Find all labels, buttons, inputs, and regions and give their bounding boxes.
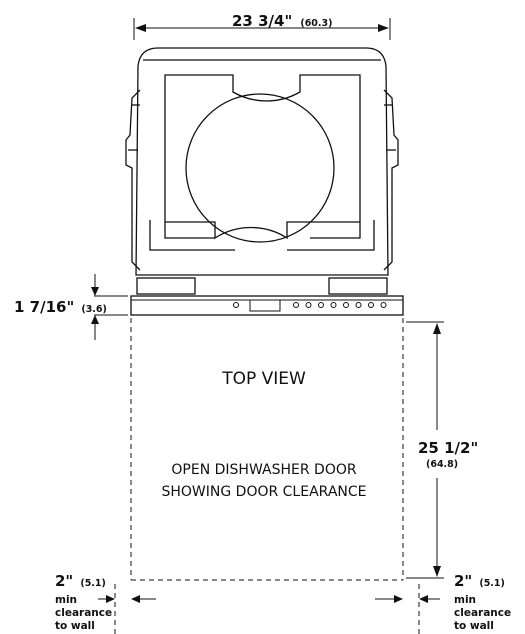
panel-buttons <box>293 302 387 308</box>
open-door-outline <box>130 318 404 581</box>
view-title: TOP VIEW <box>221 369 306 389</box>
door-control-panel <box>130 295 404 316</box>
width-dimension: 23 3/4" (60.3) <box>133 11 391 40</box>
panel-button-icon <box>355 302 362 308</box>
panel-display <box>249 299 281 312</box>
width-dimension-label: 23 3/4" (60.3) <box>232 11 332 30</box>
door-clearance-metric: (64.8) <box>426 459 458 470</box>
panel-button-icon <box>368 302 374 308</box>
door-caption-line1: OPEN DISHWASHER DOOR <box>171 462 356 478</box>
panel-button-icon <box>305 302 312 308</box>
panel-indicator-icon <box>233 302 239 308</box>
panel-button-icon <box>293 302 299 308</box>
panel-button-icon <box>330 302 337 308</box>
left-clearance-note-3: to wall <box>55 620 95 632</box>
panel-button-icon <box>343 302 349 308</box>
door-thickness-dimension: 1 7/16" (3.6) <box>14 274 128 340</box>
door-caption-line2: SHOWING DOOR CLEARANCE <box>161 484 366 500</box>
panel-button-icon <box>380 302 387 308</box>
right-clearance-dimension: 2" (5.1) min clearance to wall <box>375 571 511 634</box>
door-thickness-label: 1 7/16" (3.6) <box>14 297 107 316</box>
left-clearance-label: 2" (5.1) <box>55 571 106 590</box>
left-clearance-note-1: min <box>55 594 77 606</box>
right-clearance-note-2: clearance <box>454 607 511 619</box>
right-clearance-note-1: min <box>454 594 476 606</box>
right-clearance-label: 2" (5.1) <box>454 571 505 590</box>
dishwasher-body <box>125 47 399 295</box>
right-clearance-note-3: to wall <box>454 620 494 632</box>
door-clearance-dimension: 25 1/2" (64.8) <box>406 321 478 579</box>
door-clearance-label: 25 1/2" <box>418 439 478 457</box>
left-clearance-note-2: clearance <box>55 607 112 619</box>
left-clearance-dimension: 2" (5.1) min clearance to wall <box>55 571 156 634</box>
panel-button-icon <box>318 302 324 308</box>
